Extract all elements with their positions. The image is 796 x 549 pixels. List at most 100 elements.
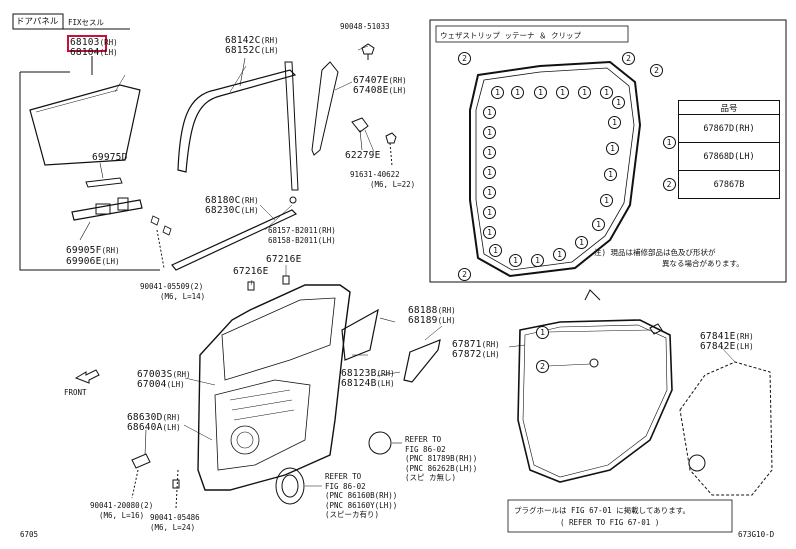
service-hole-cover	[679, 361, 773, 496]
table-row[interactable]: 67868D(LH)	[678, 142, 780, 171]
corner-cover	[341, 308, 379, 361]
label-90041-05509[interactable]: 90041-05509(2)	[140, 282, 204, 291]
inset-clip-marker[interactable]: 1	[612, 96, 625, 109]
label-90041-05486-note: (M6, L=24)	[150, 523, 196, 532]
inset-clip-marker[interactable]: 1	[608, 116, 621, 129]
inset-clip-marker[interactable]: 1	[600, 194, 613, 207]
inset-note-line2: 異なる場合があります。	[662, 259, 744, 268]
label-67216E-a[interactable]: 67216E	[233, 266, 269, 277]
inset-clip-marker[interactable]: 1	[491, 86, 504, 99]
door-hinge	[131, 453, 151, 469]
label-68124B[interactable]: 68124B(LH)	[341, 378, 395, 389]
inset-clip-marker[interactable]: 2	[458, 268, 471, 281]
inset-clip-marker[interactable]: 1	[483, 186, 496, 199]
inset-clip-marker[interactable]: 1	[509, 254, 522, 267]
label-90048-51033[interactable]: 90048-51033	[340, 22, 390, 31]
label-91631-40622[interactable]: 91631-40622	[350, 170, 400, 179]
label-68152C[interactable]: 68152C(LH)	[225, 45, 279, 56]
plug-round	[368, 431, 392, 455]
glass-channel-strip	[85, 177, 123, 188]
inset-clip-marker[interactable]: 1	[483, 146, 496, 159]
label-67003S[interactable]: 67003S(RH)	[137, 369, 191, 380]
bottom-note-line2[interactable]: ( REFER TO FIG 67-01 )	[560, 518, 660, 527]
header-tag-sub: FIXセスル	[68, 18, 105, 27]
table-row[interactable]: 67867D(RH)	[678, 114, 780, 143]
inset-clip-marker[interactable]: 2	[650, 64, 663, 77]
label-62279E[interactable]: 62279E	[345, 150, 381, 161]
label-67842E[interactable]: 67842E(LH)	[700, 341, 754, 352]
label-67407E[interactable]: 67407E(RH)	[353, 75, 407, 86]
bottom-note-line1: プラグホールは FIG 67-01 に掲載してあります。	[514, 506, 690, 515]
label-68630D[interactable]: 68630D(RH)	[127, 412, 181, 423]
inset-clip-marker[interactable]: 1	[606, 142, 619, 155]
inset-clip-marker[interactable]: 1	[489, 244, 502, 257]
inset-clip-marker[interactable]: 1	[592, 218, 605, 231]
label-68103[interactable]: 68103(RH)	[70, 37, 118, 48]
inset-frame	[429, 19, 787, 283]
part-62279E	[351, 117, 369, 133]
label-67871[interactable]: 67871(RH)	[452, 339, 500, 350]
screw-91631	[385, 132, 397, 144]
inset-clip-marker[interactable]: 1	[604, 168, 617, 181]
clip-90048	[361, 43, 375, 55]
inset-clip-marker[interactable]: 2	[622, 52, 635, 65]
belt-moulding	[171, 209, 298, 271]
inset-clip-marker[interactable]: 1	[511, 86, 524, 99]
label-68180C[interactable]: 68180C(RH)	[205, 195, 259, 206]
label-68157[interactable]: 68157-B2011(RH)	[268, 226, 336, 235]
label-68189[interactable]: 68189(LH)	[408, 315, 456, 326]
label-68188[interactable]: 68188(RH)	[408, 305, 456, 316]
marker-1-weatherstrip[interactable]: 1	[536, 326, 549, 339]
door-glass	[29, 84, 141, 166]
inset-title: ウェザストリップ ッテーナ ＆ クリップ	[440, 31, 581, 40]
inset-clip-marker[interactable]: 1	[483, 166, 496, 179]
inset-clip-marker[interactable]: 1	[483, 106, 496, 119]
door-weatherstrip	[517, 319, 673, 483]
header-tag-box	[12, 13, 64, 30]
label-69975D[interactable]: 69975D	[92, 152, 128, 163]
inset-clip-marker[interactable]: 1	[600, 86, 613, 99]
label-90041-20080-note: (M6, L=16)	[99, 511, 145, 520]
label-67841E[interactable]: 67841E(RH)	[700, 331, 754, 342]
label-67004[interactable]: 67004(LH)	[137, 379, 185, 390]
label-68142C[interactable]: 68142C(RH)	[225, 35, 279, 46]
table-row[interactable]: 67867B	[678, 170, 780, 199]
footer-page-code: 6705	[20, 530, 39, 539]
inset-clip-marker[interactable]: 1	[578, 86, 591, 99]
label-68104[interactable]: 68104(LH)	[70, 47, 118, 58]
sash-seal	[403, 339, 441, 383]
inset-clip-marker[interactable]: 1	[553, 248, 566, 261]
front-arrow	[74, 369, 100, 384]
inset-clip-marker[interactable]: 1	[483, 126, 496, 139]
label-69905F[interactable]: 69905F(RH)	[66, 245, 120, 256]
label-67408E[interactable]: 67408E(LH)	[353, 85, 407, 96]
marker-2-weatherstrip[interactable]: 2	[536, 360, 549, 373]
inset-clip-marker[interactable]: 1	[556, 86, 569, 99]
table-marker-2: 2	[662, 178, 676, 191]
label-67216E-b[interactable]: 67216E	[266, 254, 302, 265]
inset-weatherstrip	[469, 60, 642, 278]
center-pillar-moulding	[284, 61, 299, 191]
inset-clip-marker[interactable]: 1	[534, 86, 547, 99]
inset-clip-marker[interactable]: 1	[483, 206, 496, 219]
label-68640A[interactable]: 68640A(LH)	[127, 422, 181, 433]
inset-clip-marker[interactable]: 1	[531, 254, 544, 267]
inset-clip-marker[interactable]: 2	[458, 52, 471, 65]
inset-clip-marker[interactable]: 1	[575, 236, 588, 249]
label-68158[interactable]: 68158-B2011(LH)	[268, 236, 336, 245]
inset-note-line1: 注) 現品は補修部品は色及び形状が	[594, 248, 716, 257]
label-90041-05486[interactable]: 90041-05486	[150, 513, 200, 522]
label-67872[interactable]: 67872(LH)	[452, 349, 500, 360]
door-panel	[197, 284, 351, 491]
label-90041-05509-note: (M6, L=14)	[160, 292, 206, 301]
label-68230C[interactable]: 68230C(LH)	[205, 205, 259, 216]
label-68123B[interactable]: 68123B(RH)	[341, 368, 395, 379]
label-69906E[interactable]: 69906E(LH)	[66, 256, 120, 267]
label-90041-20080[interactable]: 90041-20080(2)	[90, 501, 154, 510]
glass-run-sash	[71, 199, 143, 221]
bottom-note-frame	[507, 499, 733, 533]
inset-clip-marker[interactable]: 1	[483, 226, 496, 239]
